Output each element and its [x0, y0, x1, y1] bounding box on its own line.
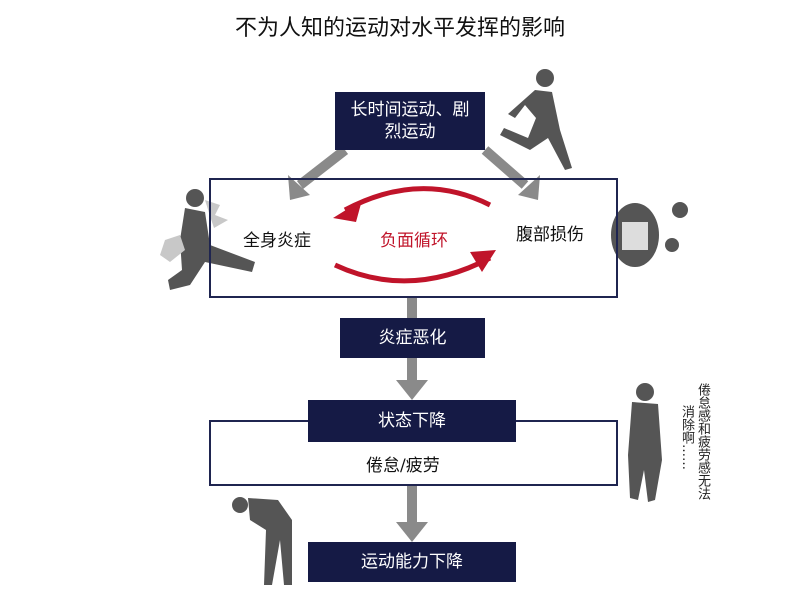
exhausted-person-silhouette	[232, 497, 292, 585]
decline-label: 状态下降	[378, 411, 446, 431]
intestine-illustration	[611, 202, 688, 267]
tired-person-silhouette	[628, 383, 662, 502]
arrowhead-down-1	[396, 380, 428, 400]
fatigue-label: 倦怠/疲劳	[366, 456, 440, 476]
worsen-label: 炎症恶化	[378, 328, 447, 348]
cycle-arrow-bottom	[333, 255, 492, 284]
page-title: 不为人知的运动对水平发挥的影响	[234, 16, 565, 41]
cycle-arrowhead-bottom	[470, 250, 496, 272]
side-note-line2: 消除啊……	[679, 405, 694, 470]
cause-label: 长时间运动、剧烈运动	[350, 100, 470, 142]
worsen-box: 炎症恶化	[340, 318, 485, 358]
arrowhead-left	[288, 175, 310, 200]
arrowhead-right	[518, 175, 540, 200]
performance-box: 运动能力下降	[308, 542, 516, 582]
cause-box: 长时间运动、剧烈运动	[335, 92, 485, 150]
side-note-line1: 倦怠感和疲劳感无法	[695, 383, 710, 500]
decline-box: 状态下降	[308, 400, 516, 442]
injured-athlete-silhouette	[160, 189, 255, 290]
cycle-right-label: 腹部损伤	[516, 225, 584, 245]
arrowhead-down-2	[396, 522, 428, 542]
runner-silhouette	[500, 69, 572, 170]
cycle-arrowhead-top	[333, 200, 362, 222]
cycle-frame	[209, 178, 618, 298]
cycle-center-label: 负面循环	[380, 231, 448, 251]
cycle-left-label: 全身炎症	[243, 231, 311, 251]
performance-label: 运动能力下降	[361, 552, 463, 572]
cycle-arrow-top	[343, 186, 492, 213]
